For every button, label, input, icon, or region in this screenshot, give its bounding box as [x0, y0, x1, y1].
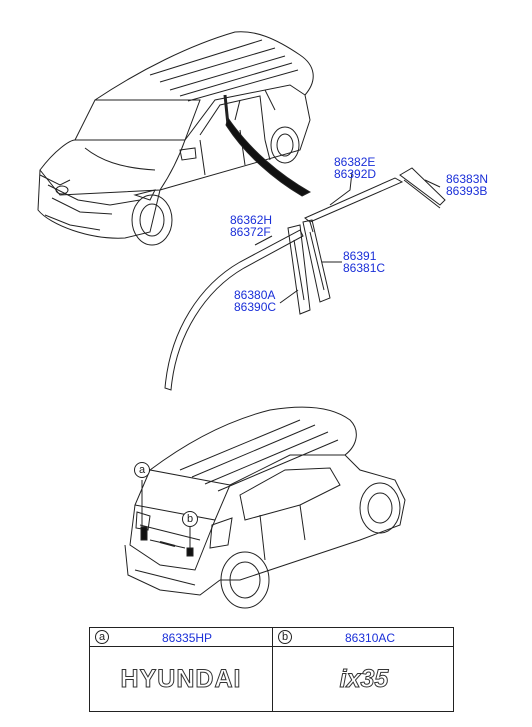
callout-86382E[interactable]: 86382E [334, 155, 376, 169]
table-divider [272, 628, 273, 711]
rear-car-illustration [124, 406, 406, 609]
moldings-illustration [164, 167, 446, 391]
ix35-emblem: ix35 [273, 650, 455, 708]
table-header-b: b 86310AC [273, 628, 455, 646]
callout-86390C[interactable]: 86390C [234, 300, 277, 314]
callout-86380A[interactable]: 86380A [234, 288, 276, 302]
callout-86393B[interactable]: 86393B [446, 184, 488, 198]
callout-86383N[interactable]: 86383N [446, 172, 489, 186]
hyundai-emblem: HYUNDAI [90, 650, 272, 708]
marker-b: b [182, 511, 198, 527]
callout-86381C[interactable]: 86381C [343, 261, 386, 275]
marker-a-label: a [95, 630, 109, 644]
table-header-a: a 86335HP [90, 628, 272, 646]
table-header-divider [90, 646, 453, 647]
marker-b-label: b [278, 630, 292, 644]
part-86335HP[interactable]: 86335HP [162, 631, 213, 645]
emblem-table: a 86335HP b 86310AC HYUNDAI ix35 [89, 627, 454, 712]
callout-86392D[interactable]: 86392D [334, 167, 377, 181]
callout-86362H[interactable]: 86362H [230, 213, 273, 227]
hyundai-emblem-outline: HYUNDAI [120, 665, 242, 694]
callout-86372F[interactable]: 86372F [230, 225, 271, 239]
ix35-emblem-outline: ix35 [339, 665, 390, 694]
front-car-illustration [37, 31, 314, 246]
callout-86391[interactable]: 86391 [343, 249, 377, 263]
svg-text:ix35: ix35 [340, 665, 390, 693]
marker-a: a [134, 462, 150, 478]
svg-text:HYUNDAI: HYUNDAI [121, 665, 242, 693]
part-86310AC[interactable]: 86310AC [345, 631, 396, 645]
